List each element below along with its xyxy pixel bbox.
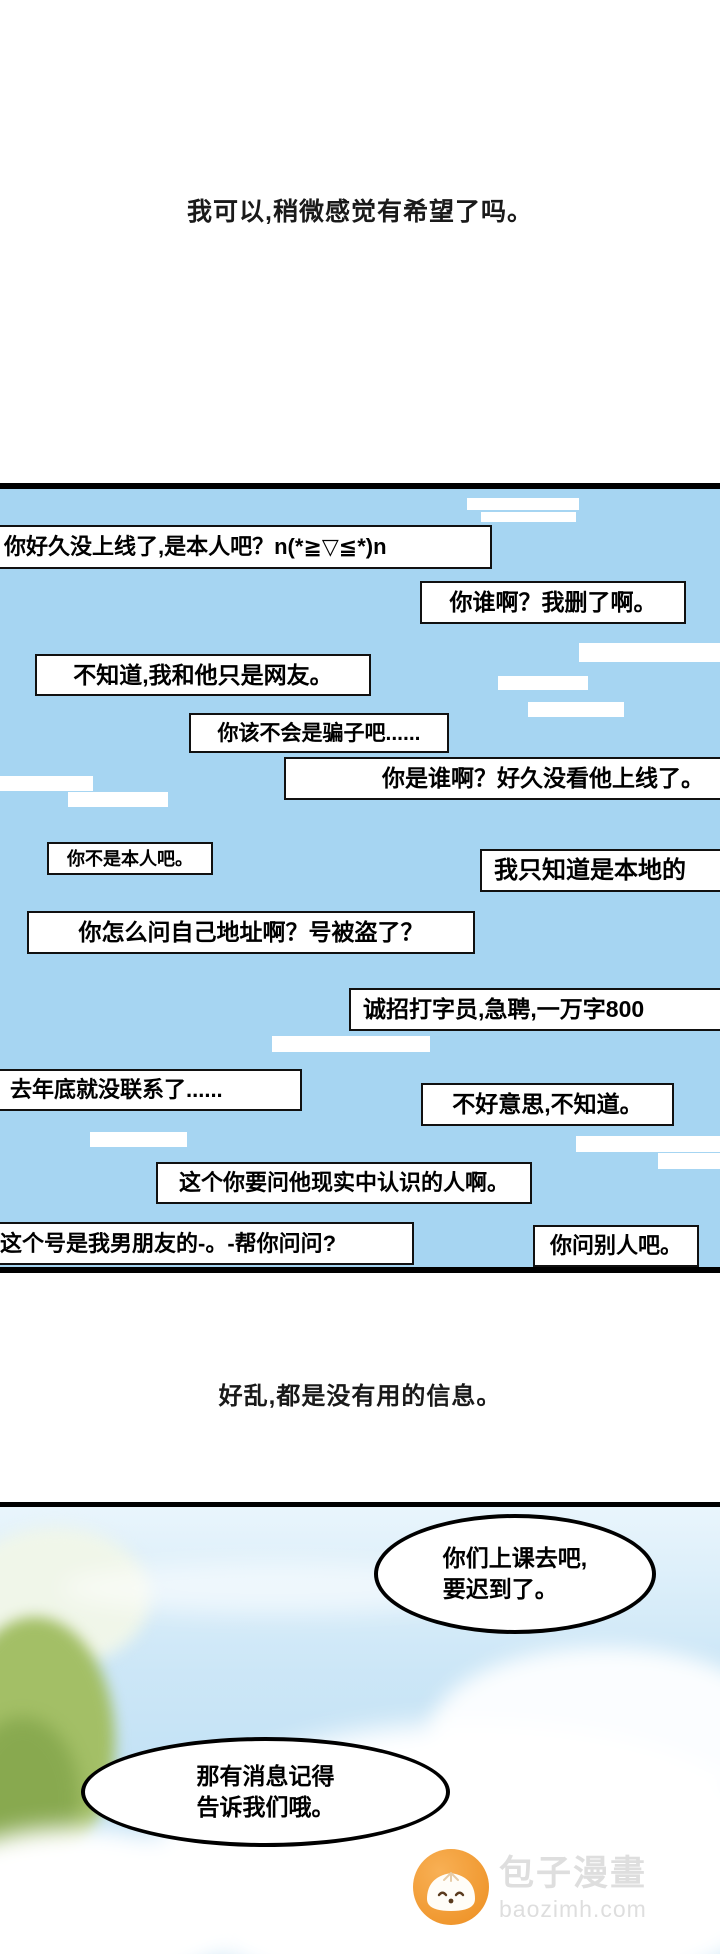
bubble-line: 你们上课去吧, (442, 1545, 588, 1571)
narration-top: 我可以,稍微感觉有希望了吗。 (187, 198, 533, 226)
chat-message: 你好久没上线了,是本人吧？n(*≧▽≦*)n (0, 525, 492, 569)
blank-message-strip (528, 702, 624, 717)
blank-message-strip (272, 1036, 430, 1052)
narration-mid: 好乱,都是没有用的信息。 (218, 1383, 502, 1410)
chat-message: 不好意思,不知道。 (421, 1083, 674, 1126)
chat-screenshot-panel: 你好久没上线了,是本人吧？n(*≧▽≦*)n 你谁啊？我删了啊。 不知道,我和他… (0, 483, 720, 1273)
bubble-line: 要迟到了。 (442, 1576, 558, 1602)
bubble-line: 那有消息记得 (196, 1763, 335, 1789)
watermark-title: 包子漫畫 (499, 1854, 648, 1893)
chat-message: 你不是本人吧。 (47, 842, 213, 875)
speech-bubble: 你们上课去吧, 要迟到了。 (374, 1514, 656, 1634)
chat-message: 你该不会是骗子吧...... (189, 713, 449, 753)
chat-message: 你怎么问自己地址啊？号被盗了？ (27, 911, 475, 954)
blank-message-strip (0, 776, 93, 791)
chat-message: 这个号是我男朋友的-。-帮你问问? (0, 1222, 414, 1265)
chat-message: 这个你要问他现实中认识的人啊。 (156, 1162, 532, 1204)
chat-message: 不知道,我和他只是网友。 (35, 654, 371, 696)
blank-message-strip (576, 1136, 720, 1152)
chat-message: 去年底就没联系了...... (0, 1069, 302, 1111)
blank-message-strip (579, 643, 720, 662)
blank-message-strip (467, 498, 579, 510)
sky-scene-panel: 你们上课去吧, 要迟到了。 那有消息记得 告诉我们哦。 (0, 1502, 720, 1954)
watermark-domain: baozimh.com (499, 1895, 647, 1922)
speech-bubble: 那有消息记得 告诉我们哦。 (81, 1737, 450, 1847)
chat-message: 诚招打字员,急聘,一万字800 (349, 988, 720, 1031)
blank-message-strip (498, 676, 588, 690)
baozi-bun-icon (413, 1849, 489, 1925)
chat-message: 你是谁啊？好久没看他上线了。 (284, 757, 720, 800)
blank-message-strip (90, 1132, 187, 1147)
bubble-line: 告诉我们哦。 (196, 1794, 335, 1820)
chat-message: 我只知道是本地的 (480, 849, 720, 892)
blank-message-strip (658, 1153, 720, 1169)
watermark: 包子漫畫 baozimh.com (411, 1845, 647, 1929)
blank-message-strip (68, 792, 168, 807)
blank-message-strip (481, 512, 576, 522)
chat-message: 你问别人吧。 (533, 1225, 699, 1267)
chat-message: 你谁啊？我删了啊。 (420, 581, 686, 624)
